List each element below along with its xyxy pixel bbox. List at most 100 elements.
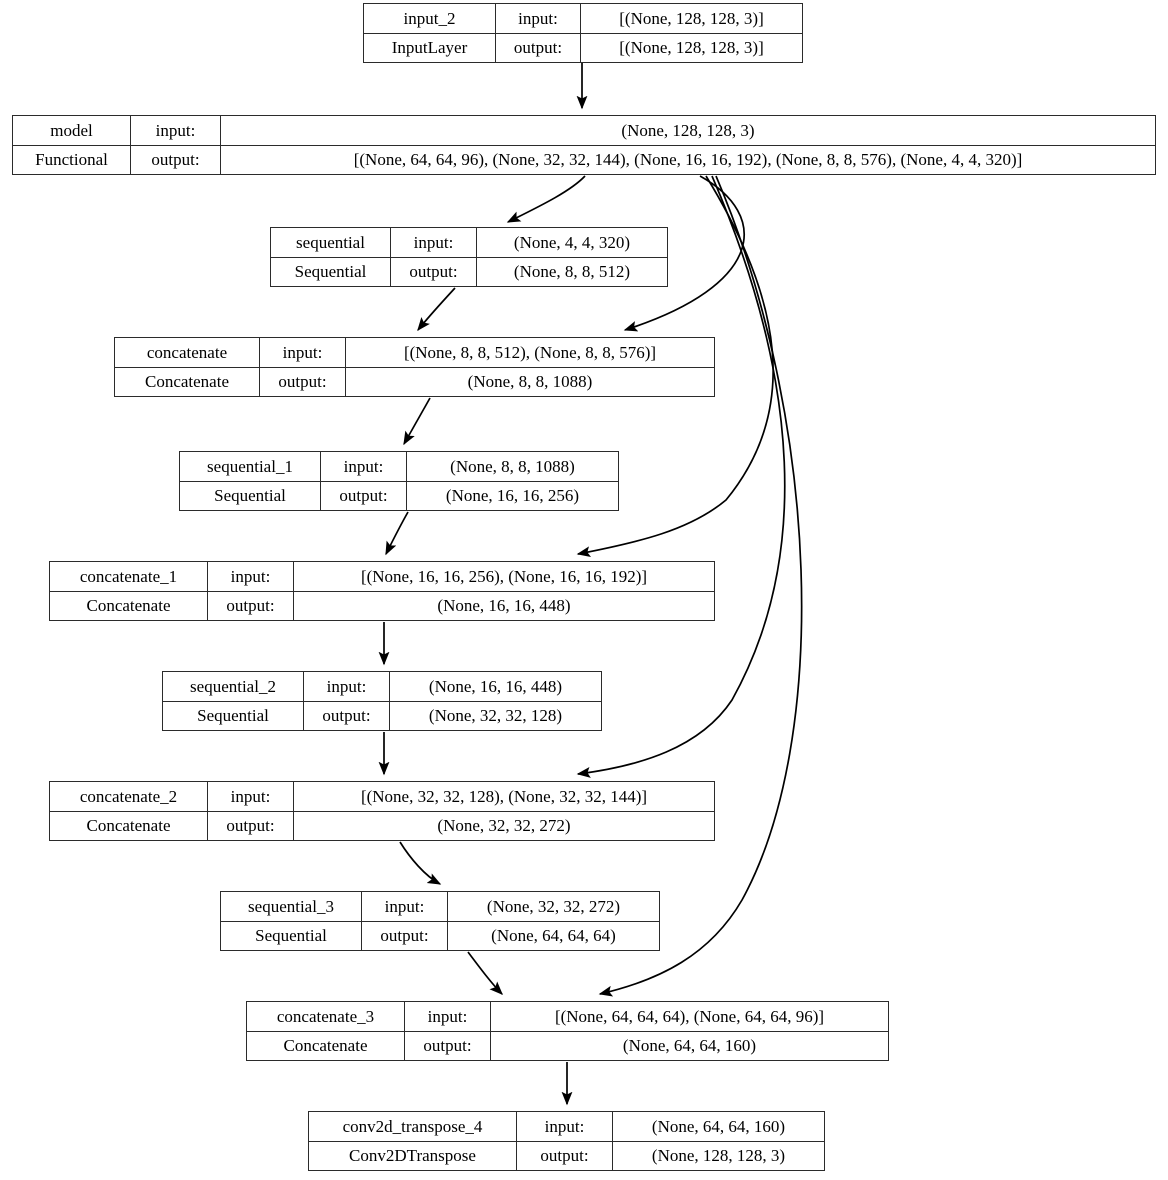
layer-node-model-class: Functional — [13, 145, 131, 174]
edge-concatenate_2-to-sequential_3 — [399, 841, 442, 885]
layer-node-sequential_3-input-shape: (None, 32, 32, 272) — [486, 896, 621, 916]
layer-node-concatenate_2-output-shape: (None, 32, 32, 272) — [437, 816, 571, 836]
layer-node-sequential_1-class: Sequential — [180, 481, 321, 510]
layer-node-concatenate-name: concatenate — [115, 338, 260, 367]
layer-node-conv2d_transpose_4-input-label: input: — [517, 1112, 613, 1141]
edge-concatenate-to-sequential_1 — [403, 397, 431, 446]
layer-node-concatenate_2-name: concatenate_2 — [50, 782, 208, 811]
layer-node-concatenate_2-input-label: input: — [208, 782, 294, 811]
layer-node-concatenate_1-class: Concatenate — [50, 591, 208, 620]
layer-node-concatenate_3-output-label: output: — [405, 1031, 491, 1060]
layer-node-model-name: model — [13, 116, 131, 145]
layer-node-sequential_1-name: sequential_1 — [180, 452, 321, 481]
layer-node-sequential_1-output-shape: (None, 16, 16, 256) — [445, 486, 580, 506]
layer-node-sequential_2-input-shape: (None, 16, 16, 448) — [428, 676, 563, 696]
layer-node-concatenate-output-shape: (None, 8, 8, 1088) — [467, 372, 593, 392]
layer-node-concatenate_3-name: concatenate_3 — [247, 1002, 405, 1031]
layer-node-sequential_3-output-shape: (None, 64, 64, 64) — [491, 926, 616, 946]
layer-node-concatenate_1-input-label: input: — [208, 562, 294, 591]
layer-node-sequential-class: Sequential — [271, 257, 391, 286]
layer-node-concatenate_3-output-shape: (None, 64, 64, 160) — [622, 1036, 757, 1056]
layer-node-concatenate-output-label: output: — [260, 367, 346, 396]
layer-node-concatenate_1-input-shape: [(None, 16, 16, 256), (None, 16, 16, 192… — [360, 566, 648, 586]
layer-node-sequential-input-label: input: — [391, 228, 477, 257]
layer-node-conv2d_transpose_4-output-shape: (None, 128, 128, 3) — [651, 1146, 786, 1166]
layer-node-model-output-label: output: — [131, 145, 221, 174]
layer-node-model-output-shape: [(None, 64, 64, 96), (None, 32, 32, 144)… — [353, 150, 1023, 170]
layer-node-conv2d_transpose_4-input-shape: (None, 64, 64, 160) — [651, 1116, 786, 1136]
layer-node-sequential_3-class: Sequential — [221, 921, 362, 950]
edge-sequential_1-to-concatenate_1 — [385, 511, 409, 556]
layer-node-sequential-output-label: output: — [391, 257, 477, 286]
layer-node-sequential_2-name: sequential_2 — [163, 672, 304, 701]
layer-node-conv2d_transpose_4-name: conv2d_transpose_4 — [309, 1112, 517, 1141]
layer-node-sequential_1-output-label: output: — [321, 481, 407, 510]
layer-node-concatenate-class: Concatenate — [115, 367, 260, 396]
layer-node-input_2-output-shape: [(None, 128, 128, 3)] — [619, 38, 764, 58]
layer-node-sequential-input-shape: (None, 4, 4, 320) — [513, 232, 631, 252]
layer-node-sequential_3-name: sequential_3 — [221, 892, 362, 921]
layer-node-model-input-shape: (None, 128, 128, 3) — [621, 120, 755, 140]
layer-node-input_2-input-label: input: — [496, 4, 581, 33]
layer-node-sequential_2-input-label: input: — [304, 672, 390, 701]
layer-node-conv2d_transpose_4-output-label: output: — [517, 1141, 613, 1170]
layer-node-sequential_3-input-label: input: — [362, 892, 448, 921]
layer-node-sequential-name: sequential — [271, 228, 391, 257]
layer-node-sequential_3-output-label: output: — [362, 921, 448, 950]
layer-node-concatenate_2-input-shape: [(None, 32, 32, 128), (None, 32, 32, 144… — [360, 786, 648, 806]
edge-model-to-sequential — [506, 175, 586, 223]
layer-node-concatenate_1-name: concatenate_1 — [50, 562, 208, 591]
layer-node-sequential-output-shape: (None, 8, 8, 512) — [513, 262, 631, 282]
layer-node-concatenate_3-class: Concatenate — [247, 1031, 405, 1060]
layer-node-concatenate-input-shape: [(None, 8, 8, 512), (None, 8, 8, 576)] — [403, 342, 657, 362]
layer-node-input_2-name: input_2 — [364, 4, 496, 33]
layer-node-model-input-label: input: — [131, 116, 221, 145]
layer-node-sequential_2-output-shape: (None, 32, 32, 128) — [428, 706, 563, 726]
layer-node-sequential_1-input-label: input: — [321, 452, 407, 481]
edge-sequential-to-concatenate — [417, 287, 456, 332]
layer-node-concatenate_1-output-label: output: — [208, 591, 294, 620]
layer-node-concatenate_1-output-shape: (None, 16, 16, 448) — [437, 596, 571, 616]
edge-sequential_3-to-concatenate_3 — [467, 951, 503, 995]
layer-node-concatenate_3-input-label: input: — [405, 1002, 491, 1031]
layer-node-input_2-input-shape: [(None, 128, 128, 3)] — [619, 8, 764, 28]
layer-node-concatenate_2-class: Concatenate — [50, 811, 208, 840]
layer-node-conv2d_transpose_4-class: Conv2DTranspose — [309, 1141, 517, 1170]
layer-node-concatenate_3-input-shape: [(None, 64, 64, 64), (None, 64, 64, 96)] — [554, 1006, 825, 1026]
layer-node-input_2-output-label: output: — [496, 33, 581, 62]
layer-node-sequential_1-input-shape: (None, 8, 8, 1088) — [450, 456, 575, 476]
layer-node-sequential_2-output-label: output: — [304, 701, 390, 730]
